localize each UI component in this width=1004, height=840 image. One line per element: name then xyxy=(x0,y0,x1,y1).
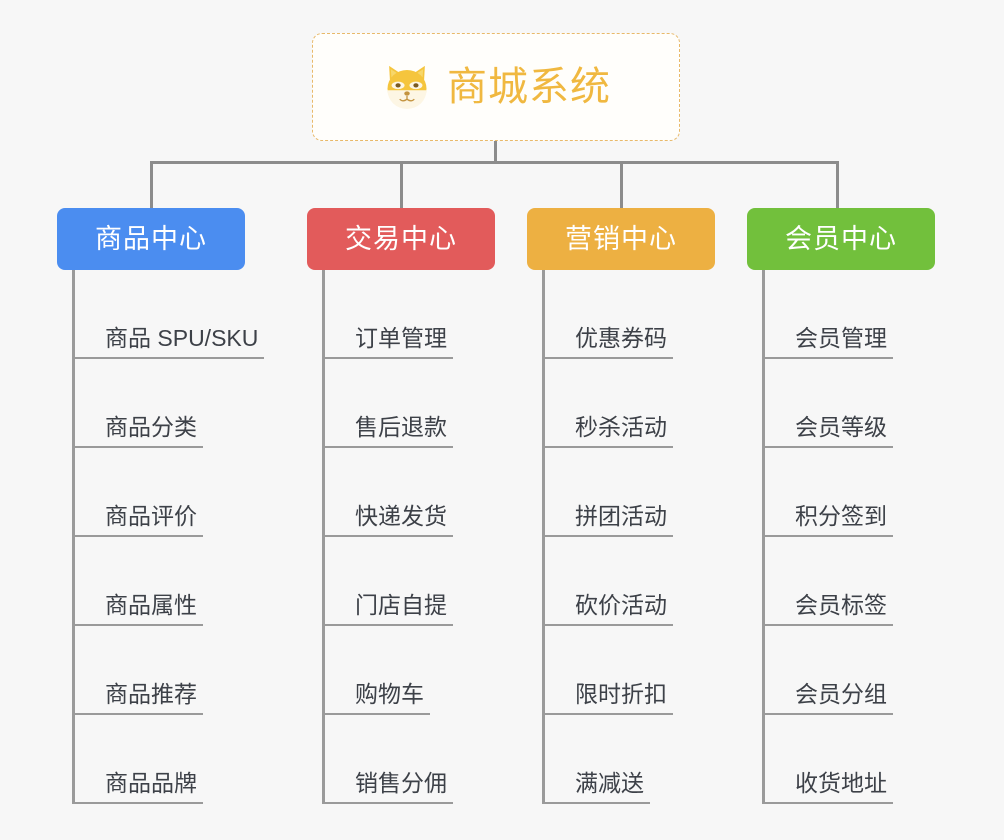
leaf-item[interactable]: 拼团活动 xyxy=(545,448,715,537)
leaf-underline xyxy=(325,535,453,537)
leaf-label: 商品属性 xyxy=(105,592,197,618)
leaf-item[interactable]: 商品属性 xyxy=(75,537,245,626)
leaf-item[interactable]: 商品 SPU/SKU xyxy=(75,270,264,359)
leaf-underline xyxy=(765,535,893,537)
leaf-item[interactable]: 购物车 xyxy=(325,626,495,715)
leaf-label: 商品品牌 xyxy=(105,770,197,796)
leaf-underline xyxy=(325,713,430,715)
leaf-label: 商品推荐 xyxy=(105,681,197,707)
root-node[interactable]: 商城系统 xyxy=(312,33,680,141)
leaf-underline xyxy=(545,357,673,359)
leaf-label: 满减送 xyxy=(575,770,644,796)
leaf-underline xyxy=(765,713,893,715)
leaf-item[interactable]: 会员管理 xyxy=(765,270,935,359)
leaf-label: 商品评价 xyxy=(105,503,197,529)
leaf-list-member-center: 会员管理会员等级积分签到会员标签会员分组收货地址 xyxy=(762,270,935,804)
leaf-item[interactable]: 商品分类 xyxy=(75,359,245,448)
leaf-label: 砍价活动 xyxy=(575,592,667,618)
leaf-list-trade-center: 订单管理售后退款快递发货门店自提购物车销售分佣 xyxy=(322,270,495,804)
leaf-underline xyxy=(325,357,453,359)
leaf-underline xyxy=(325,446,453,448)
category-label: 交易中心 xyxy=(345,223,457,254)
column-marketing-center: 营销中心 优惠券码秒杀活动拼团活动砍价活动限时折扣满减送 xyxy=(527,208,715,804)
leaf-item[interactable]: 收货地址 xyxy=(765,715,935,804)
leaf-label: 商品分类 xyxy=(105,414,197,440)
column-trade-center: 交易中心 订单管理售后退款快递发货门店自提购物车销售分佣 xyxy=(307,208,495,804)
leaf-item[interactable]: 订单管理 xyxy=(325,270,495,359)
category-box-marketing-center[interactable]: 营销中心 xyxy=(527,208,715,270)
leaf-item[interactable]: 优惠券码 xyxy=(545,270,715,359)
leaf-label: 销售分佣 xyxy=(355,770,447,796)
leaf-item[interactable]: 门店自提 xyxy=(325,537,495,626)
leaf-item[interactable]: 商品品牌 xyxy=(75,715,245,804)
shiba-dog-icon xyxy=(387,65,427,109)
leaf-item[interactable]: 砍价活动 xyxy=(545,537,715,626)
category-label: 营销中心 xyxy=(565,223,677,254)
category-box-product-center[interactable]: 商品中心 xyxy=(57,208,245,270)
leaf-underline xyxy=(765,446,893,448)
leaf-label: 优惠券码 xyxy=(575,325,667,351)
connector-bus xyxy=(150,161,839,164)
leaf-item[interactable]: 积分签到 xyxy=(765,448,935,537)
leaf-underline xyxy=(75,357,264,359)
leaf-label: 会员标签 xyxy=(795,592,887,618)
leaf-label: 门店自提 xyxy=(355,592,447,618)
leaf-item[interactable]: 快递发货 xyxy=(325,448,495,537)
leaf-label: 会员管理 xyxy=(795,325,887,351)
connector-drop-2 xyxy=(400,161,403,208)
leaf-label: 收货地址 xyxy=(795,770,887,796)
leaf-list-marketing-center: 优惠券码秒杀活动拼团活动砍价活动限时折扣满减送 xyxy=(542,270,715,804)
leaf-label: 会员等级 xyxy=(795,414,887,440)
leaf-underline xyxy=(765,802,893,804)
column-product-center: 商品中心 商品 SPU/SKU 商品分类商品评价商品属性商品推荐商品品牌 xyxy=(57,208,264,804)
leaf-label: 商品 SPU/SKU xyxy=(105,325,259,351)
leaf-underline xyxy=(75,624,203,626)
leaf-item[interactable]: 会员分组 xyxy=(765,626,935,715)
leaf-underline xyxy=(545,535,673,537)
column-member-center: 会员中心 会员管理会员等级积分签到会员标签会员分组收货地址 xyxy=(747,208,935,804)
leaf-label: 售后退款 xyxy=(355,414,447,440)
leaf-label: 积分签到 xyxy=(795,503,887,529)
category-label: 商品中心 xyxy=(95,223,207,254)
leaf-underline xyxy=(75,535,203,537)
leaf-label: 秒杀活动 xyxy=(575,414,667,440)
category-box-trade-center[interactable]: 交易中心 xyxy=(307,208,495,270)
leaf-item[interactable]: 商品推荐 xyxy=(75,626,245,715)
leaf-item[interactable]: 会员等级 xyxy=(765,359,935,448)
leaf-underline xyxy=(325,624,453,626)
leaf-item[interactable]: 限时折扣 xyxy=(545,626,715,715)
leaf-underline xyxy=(545,802,650,804)
leaf-underline xyxy=(545,713,673,715)
leaf-underline xyxy=(75,713,203,715)
leaf-underline xyxy=(75,802,203,804)
leaf-underline xyxy=(545,624,673,626)
leaf-underline xyxy=(765,357,893,359)
leaf-label: 会员分组 xyxy=(795,681,887,707)
category-label: 会员中心 xyxy=(785,223,897,254)
leaf-underline xyxy=(325,802,453,804)
leaf-label: 订单管理 xyxy=(355,325,447,351)
leaf-underline xyxy=(75,446,203,448)
leaf-list-product-center: 商品 SPU/SKU 商品分类商品评价商品属性商品推荐商品品牌 xyxy=(72,270,264,804)
connector-drop-3 xyxy=(620,161,623,208)
root-title: 商城系统 xyxy=(447,65,611,109)
connector-drop-4 xyxy=(836,161,839,208)
leaf-item[interactable]: 秒杀活动 xyxy=(545,359,715,448)
leaf-item[interactable]: 售后退款 xyxy=(325,359,495,448)
leaf-label: 购物车 xyxy=(355,681,424,707)
leaf-item[interactable]: 销售分佣 xyxy=(325,715,495,804)
leaf-label: 限时折扣 xyxy=(575,681,667,707)
leaf-item[interactable]: 会员标签 xyxy=(765,537,935,626)
category-box-member-center[interactable]: 会员中心 xyxy=(747,208,935,270)
leaf-underline xyxy=(765,624,893,626)
leaf-item[interactable]: 商品评价 xyxy=(75,448,245,537)
leaf-underline xyxy=(545,446,673,448)
connector-drop-1 xyxy=(150,161,153,208)
leaf-label: 快递发货 xyxy=(355,503,447,529)
connector-stem xyxy=(494,141,497,163)
leaf-item[interactable]: 满减送 xyxy=(545,715,715,804)
leaf-label: 拼团活动 xyxy=(575,503,667,529)
